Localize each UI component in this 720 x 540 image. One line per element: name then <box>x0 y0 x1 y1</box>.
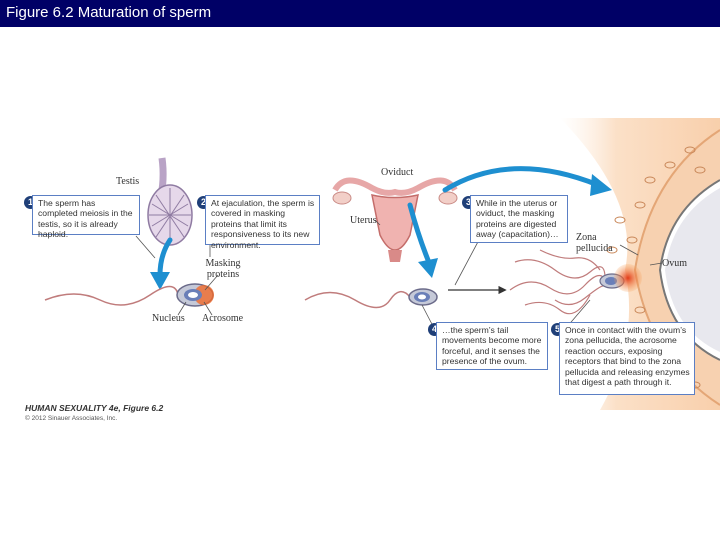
step-5-box: Once in contact with the ovum’s zona pel… <box>559 322 695 395</box>
zona-pellucida-label: Zona pellucida <box>576 232 613 254</box>
step-5-text: Once in contact with the ovum’s zona pel… <box>565 325 690 388</box>
testis-label: Testis <box>116 176 140 187</box>
step-2-box: At ejaculation, the sperm is covered in … <box>205 195 320 250</box>
acrosome-reaction-burst <box>614 264 642 292</box>
acrosome-label: Acrosome <box>202 313 244 324</box>
nucleus-label: Nucleus <box>152 313 185 324</box>
uterus-label: Uterus <box>350 215 377 226</box>
step-3-box: While in the uterus or oviduct, the mask… <box>470 195 568 243</box>
masking-proteins-label: Masking proteins <box>205 258 241 280</box>
sperm-at-zona <box>599 264 642 292</box>
arrow-uterus-head <box>418 258 438 278</box>
sperm-maturation-diagram <box>44 118 720 410</box>
leader-lines <box>135 219 663 336</box>
step-1-text: The sperm has completed meiosis in the t… <box>38 198 133 240</box>
book-credit: HUMAN SEXUALITY 4e, Figure 6.2 <box>25 403 164 413</box>
copyright: © 2012 Sinauer Associates, Inc. <box>25 415 118 422</box>
step-4-box: …the sperm’s tail movements become more … <box>436 322 548 370</box>
blue-arrows <box>157 166 601 278</box>
step-3-text: While in the uterus or oviduct, the mask… <box>476 198 559 240</box>
oviduct-label: Oviduct <box>381 167 414 178</box>
sperm-after-capacitation <box>304 288 438 309</box>
page-title: Figure 6.2 Maturation of sperm <box>6 4 212 21</box>
arrow-ovum-head <box>590 174 612 196</box>
step-1-box: The sperm has completed meiosis in the t… <box>32 195 140 239</box>
ovum-label: Ovum <box>662 258 687 269</box>
title-bar: Figure 6.2 Maturation of sperm <box>0 0 720 27</box>
step-2-text: At ejaculation, the sperm is covered in … <box>211 198 315 250</box>
sperm-with-masking-proteins <box>44 283 214 307</box>
sperm-swarm <box>509 249 606 315</box>
uterus-illustration <box>332 177 458 262</box>
testis-illustration <box>147 157 193 246</box>
arrow-testis-head <box>150 272 170 290</box>
step-4-text: …the sperm’s tail movements become more … <box>442 325 542 367</box>
